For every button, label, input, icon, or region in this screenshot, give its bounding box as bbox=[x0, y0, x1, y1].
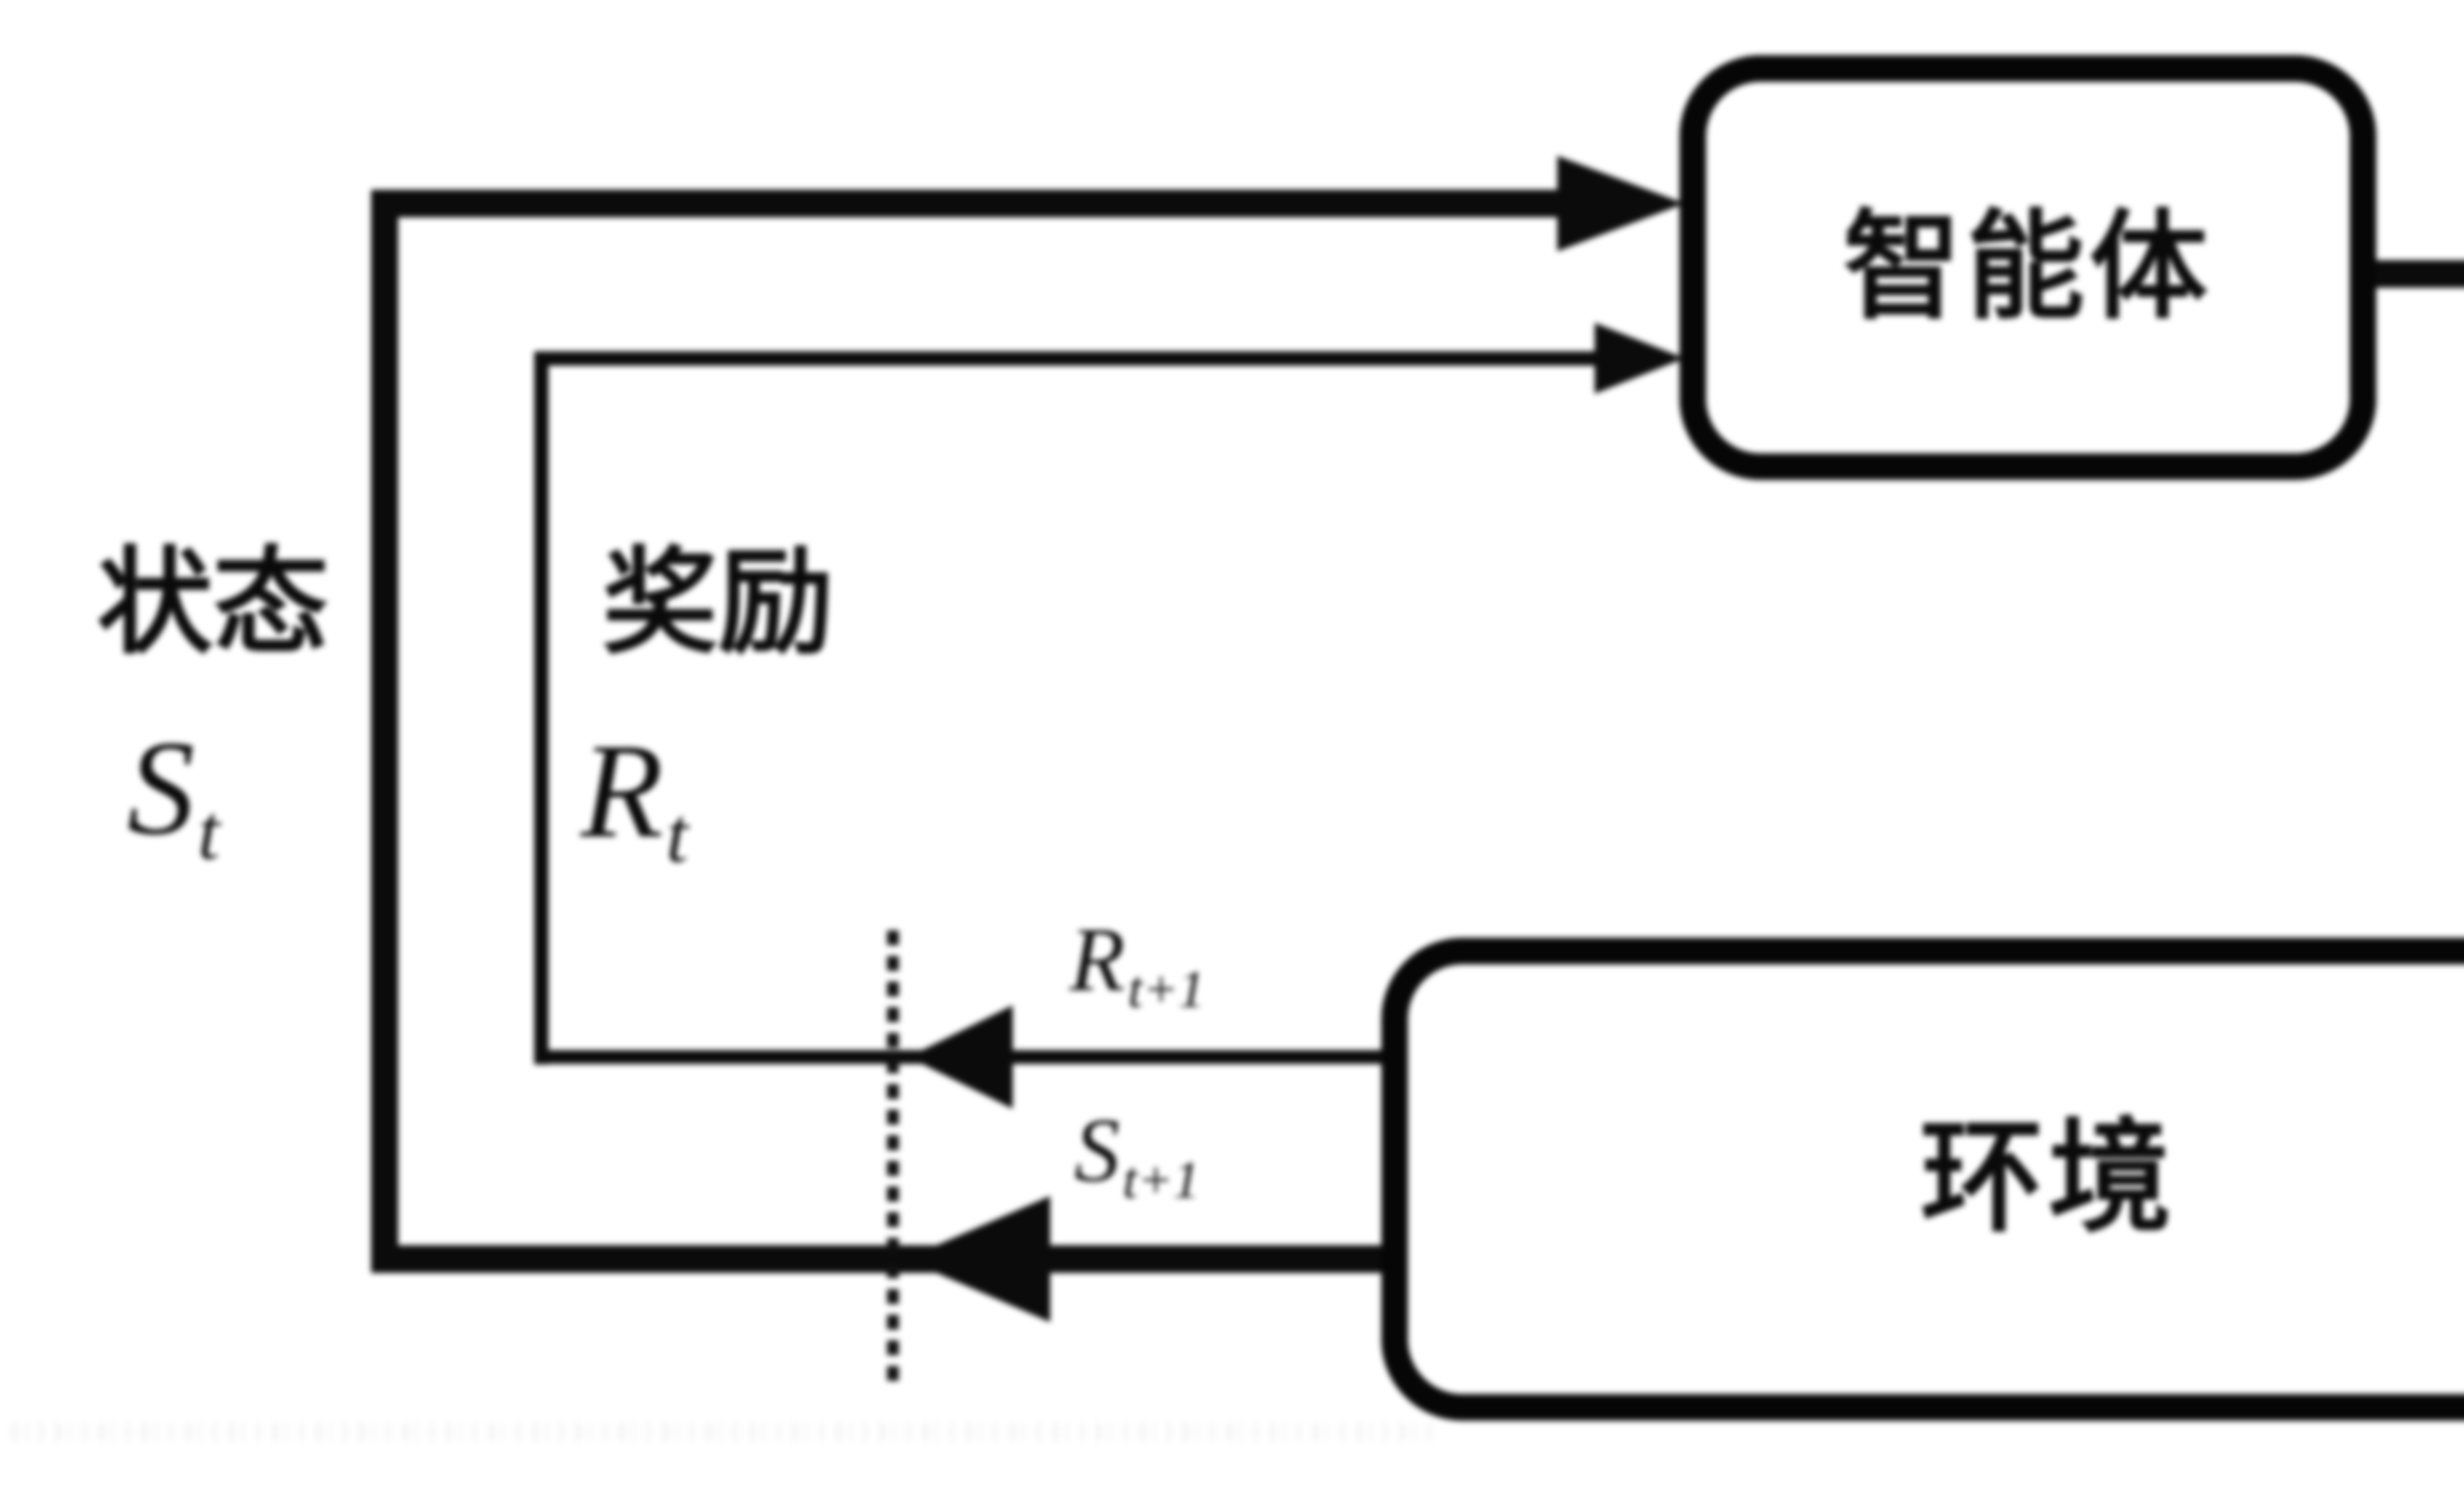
next-state-symbol-main: S bbox=[1074, 1100, 1120, 1201]
next-reward-symbol-main: R bbox=[1069, 909, 1126, 1010]
state-arrowhead-into-agent bbox=[1557, 156, 1684, 251]
state-label-cn: 状态 bbox=[97, 540, 329, 668]
time-step-dashed-line bbox=[887, 930, 899, 1381]
environment-box: 环境 bbox=[1381, 938, 2464, 1421]
next-state-arrowhead bbox=[905, 1196, 1050, 1322]
reward-line-vertical bbox=[534, 351, 548, 1064]
state-symbol: St bbox=[127, 720, 220, 872]
environment-label: 环境 bbox=[1920, 1111, 2177, 1247]
state-symbol-sub: t bbox=[198, 788, 220, 876]
state-symbol-main: S bbox=[127, 713, 195, 863]
next-reward-symbol-sub: t+1 bbox=[1128, 960, 1205, 1019]
next-reward-symbol: Rt+1 bbox=[1069, 914, 1205, 1016]
next-state-symbol-sub: t+1 bbox=[1123, 1151, 1200, 1210]
next-state-line bbox=[371, 1245, 1384, 1273]
reward-symbol: Rt bbox=[581, 723, 688, 875]
agent-box: 智能体 bbox=[1679, 55, 2376, 480]
reward-arrowhead-into-agent bbox=[1595, 323, 1684, 394]
cutoff-caption-remnant bbox=[12, 1422, 1437, 1442]
next-reward-arrowhead bbox=[908, 1005, 1013, 1109]
action-line-top bbox=[2365, 260, 2464, 288]
reward-symbol-sub: t bbox=[666, 791, 688, 879]
next-state-symbol: St+1 bbox=[1074, 1105, 1199, 1207]
reward-symbol-main: R bbox=[581, 716, 663, 866]
agent-label: 智能体 bbox=[1843, 202, 2213, 333]
state-line-vertical bbox=[371, 190, 398, 1273]
reward-label-cn: 奖励 bbox=[602, 540, 834, 668]
state-line-top bbox=[371, 190, 1564, 217]
reward-line-top bbox=[534, 351, 1596, 366]
